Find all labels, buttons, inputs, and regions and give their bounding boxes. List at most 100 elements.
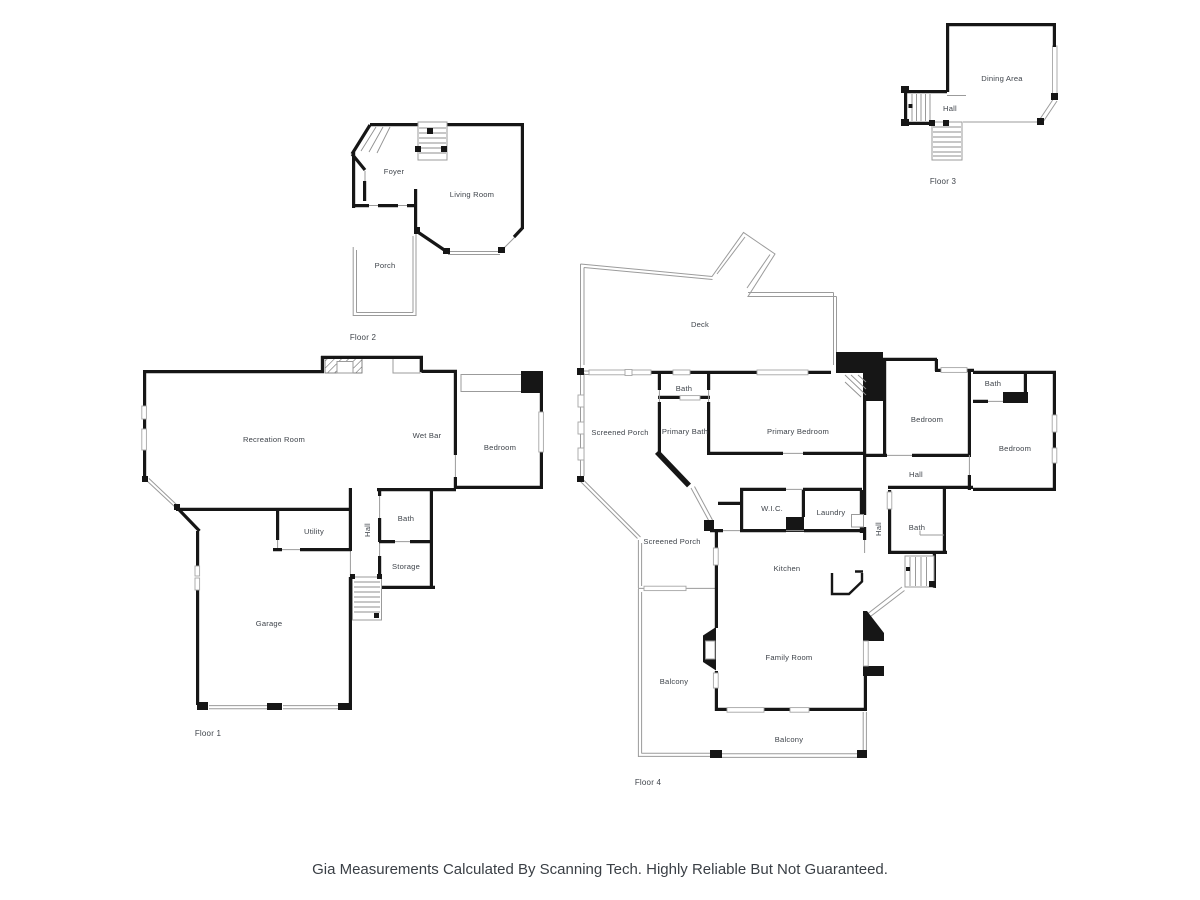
window [538, 411, 544, 453]
room-label-hall-f1: Hall [363, 523, 372, 537]
closet-wall-block [786, 517, 804, 532]
floor-4-door-lines [658, 390, 1003, 553]
room-label-hall-f3: Hall [943, 104, 957, 113]
window [577, 447, 585, 461]
floor-3-label: Floor 3 [930, 177, 957, 186]
window [643, 585, 687, 592]
window [672, 369, 691, 376]
room-label-balcony-south: Balcony [775, 735, 803, 744]
stair-post [943, 120, 949, 126]
room-label-hall-mid: Hall [874, 522, 883, 536]
floor-1-walls [143, 355, 543, 710]
floor-3-hall-stairs [911, 94, 931, 121]
bay-corner-post [443, 248, 450, 254]
window [1052, 45, 1058, 96]
window [624, 369, 633, 376]
stair-post [929, 581, 935, 587]
window [756, 369, 809, 376]
room-label-living-room: Living Room [450, 190, 494, 199]
corner-wall-block [521, 371, 543, 393]
room-label-foyer: Foyer [384, 167, 405, 176]
room-label-dining-area: Dining Area [981, 74, 1023, 83]
room-label-screened-porch-lower: Screened Porch [643, 537, 700, 546]
floor-4-stairs-treads [909, 557, 927, 586]
wall-post [174, 504, 180, 510]
room-label-kitchen: Kitchen [774, 564, 801, 573]
floor-1-plan: Recreation Room Wet Bar Bedroom Utility … [141, 355, 544, 738]
garage-door-post [338, 703, 351, 710]
room-label-bath-ne: Bath [985, 379, 1001, 388]
window [862, 640, 869, 667]
floor-1-label: Floor 1 [195, 729, 222, 738]
floor-4-walls [651, 357, 1056, 711]
stair-post [441, 146, 447, 152]
stair-post [427, 128, 433, 134]
window [141, 405, 147, 420]
stair-post [929, 120, 935, 126]
wall-post [1051, 93, 1058, 100]
window [577, 421, 585, 435]
floor-2-corner-steps [360, 126, 391, 154]
room-label-wet-bar: Wet Bar [413, 431, 442, 440]
stair-arrow [908, 104, 913, 108]
floor-3-thin-lines [947, 95, 1058, 123]
stair-arrow [374, 613, 379, 618]
stair-post [377, 574, 382, 579]
floor-1-stairs-treads [354, 581, 380, 613]
window [1051, 414, 1058, 433]
floor-4-label: Floor 4 [635, 778, 662, 787]
room-label-primary-bath: Primary Bath [662, 427, 708, 436]
window [940, 367, 968, 373]
wall-post [577, 368, 584, 375]
room-label-bath-mid: Bath [909, 523, 925, 532]
disclaimer-text: Gia Measurements Calculated By Scanning … [312, 861, 888, 878]
wall-post [901, 119, 909, 126]
room-label-primary-bedroom: Primary Bedroom [767, 427, 829, 436]
window [577, 394, 585, 408]
wall-post [1037, 118, 1044, 125]
room-label-bedroom-west: Bedroom [911, 415, 943, 424]
winder-stair-lines [844, 374, 867, 398]
window [194, 565, 201, 577]
room-label-utility: Utility [304, 527, 324, 536]
stair-landing-block [836, 352, 883, 373]
window [588, 369, 652, 376]
bay-corner-post [414, 227, 420, 234]
window [712, 672, 719, 689]
room-label-laundry: Laundry [817, 508, 846, 517]
bay-corner-wall [863, 666, 884, 676]
floor-3-stairs-treads [933, 126, 961, 157]
wall-post [704, 520, 714, 531]
wall-post [142, 476, 148, 482]
wall-post [901, 86, 909, 93]
floor-3-stairs-box [931, 121, 963, 161]
window [194, 577, 201, 591]
room-label-garage: Garage [256, 619, 283, 628]
floor-1-stairs-box [352, 576, 382, 621]
fireplace-insert [705, 640, 716, 660]
floor-2-plan: Foyer Living Room Porch Floor 2 [350, 121, 524, 342]
balcony-post [857, 750, 867, 758]
balcony-post [710, 750, 722, 758]
bay-corner-post [498, 247, 505, 253]
floor-3-plan: Dining Area Hall Floor 3 [901, 23, 1058, 186]
window [789, 707, 810, 713]
bath-wall-block [1003, 392, 1028, 403]
fireplace-insert [336, 361, 354, 374]
bay-corner-wall [863, 611, 884, 641]
room-label-bath-f1: Bath [398, 514, 414, 523]
window [726, 707, 765, 713]
floor-3-walls [904, 23, 1056, 125]
room-label-hall-upper: Hall [909, 470, 923, 479]
room-label-bath-top: Bath [676, 384, 692, 393]
kitchen-island [830, 570, 864, 596]
garage-door-post [197, 702, 208, 710]
floor-2-porch-railing [352, 171, 417, 316]
room-label-porch: Porch [375, 261, 396, 270]
window [679, 395, 701, 401]
window [712, 547, 719, 566]
room-label-wic: W.I.C. [761, 504, 783, 513]
laundry-door-notch [851, 514, 864, 528]
floor-2-walls [350, 123, 524, 254]
window [141, 428, 147, 451]
